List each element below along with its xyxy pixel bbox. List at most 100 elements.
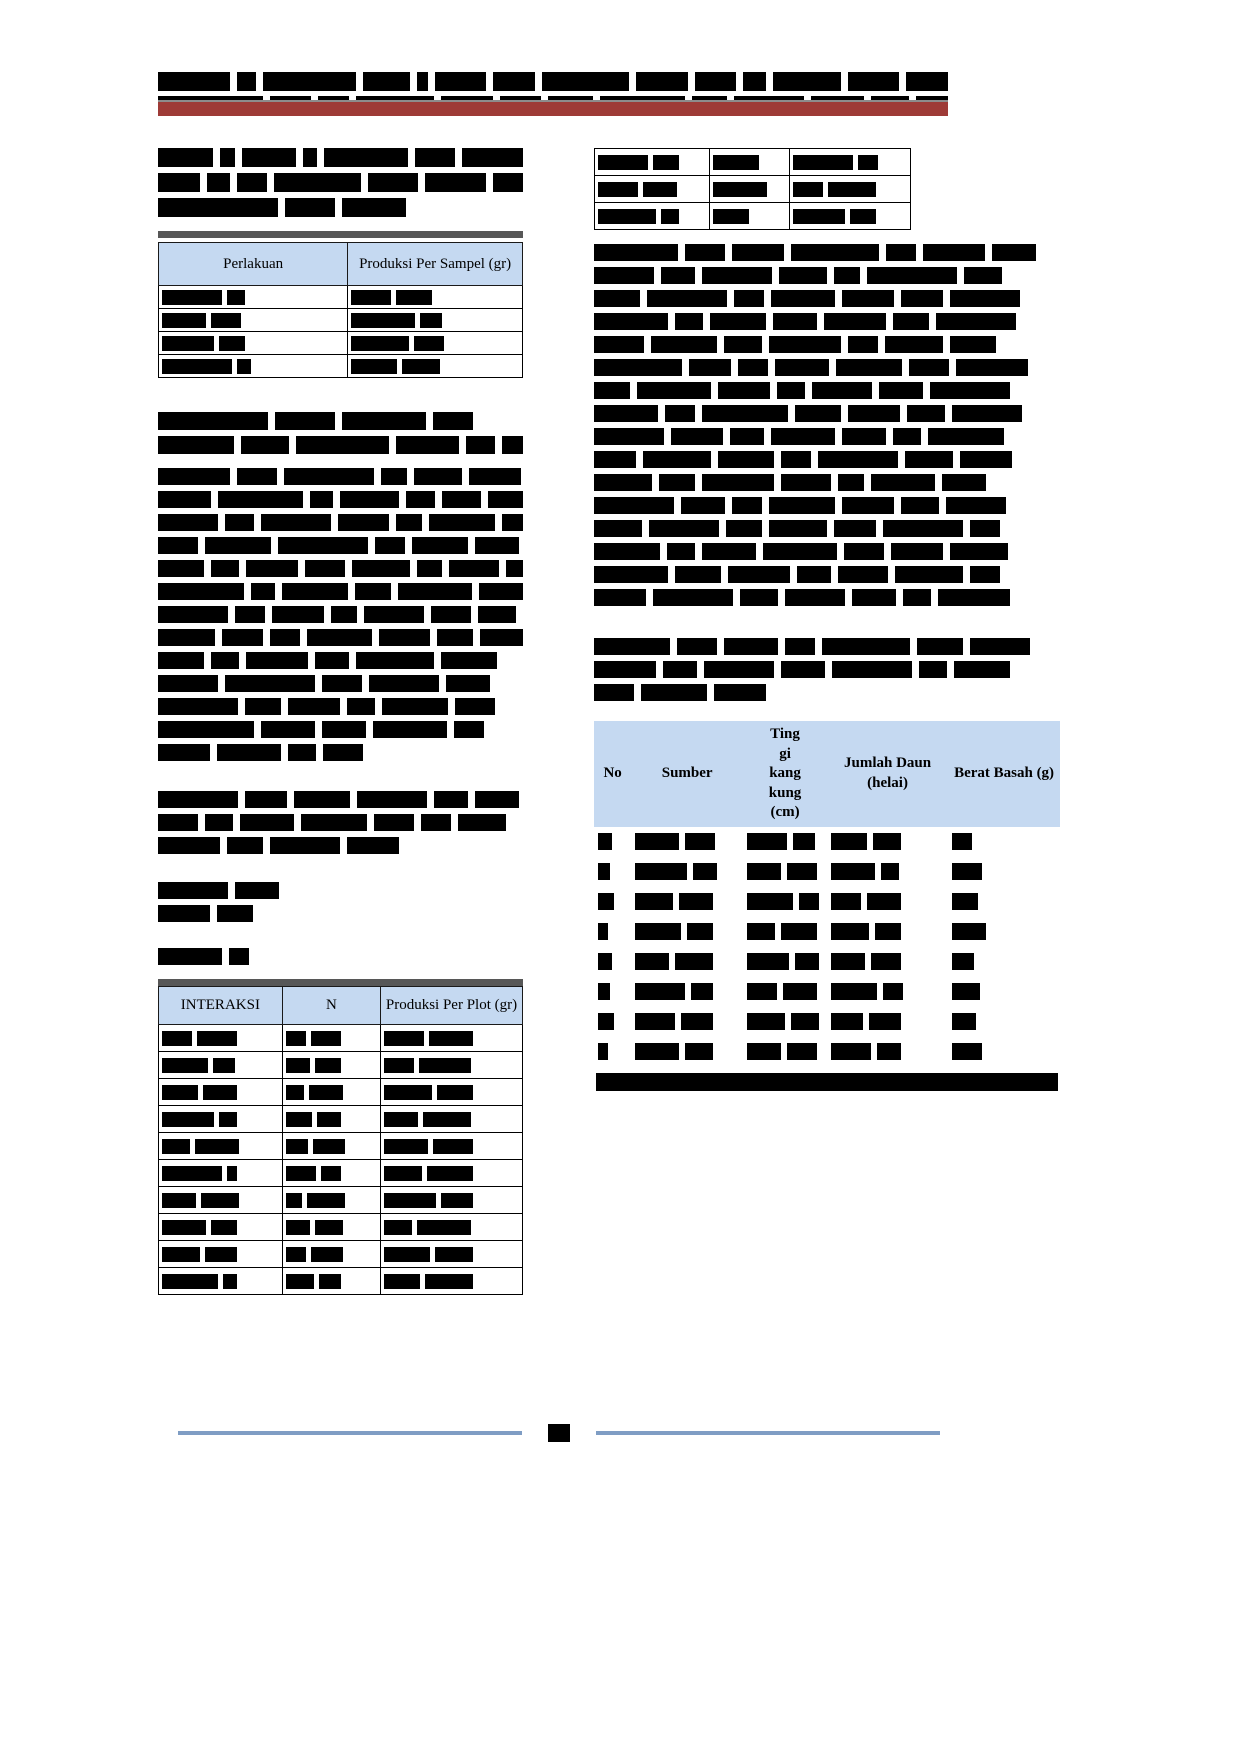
redaction-bar <box>594 382 630 399</box>
redaction-bar <box>635 893 674 910</box>
redaction-bar <box>475 537 519 554</box>
table-row <box>158 1024 523 1053</box>
redaction-bar <box>429 1030 474 1046</box>
table-cell <box>743 917 827 947</box>
redaction-bar <box>381 468 407 485</box>
redaction-bar <box>242 148 296 167</box>
table4-tinggi-w3: kang <box>769 765 801 781</box>
redaction-bar <box>417 1219 472 1235</box>
redaction-bar <box>158 198 278 217</box>
table-cell <box>281 1240 382 1269</box>
redaction-bar <box>384 1057 415 1073</box>
redaction-bar <box>635 1013 676 1030</box>
redaction-bar <box>713 208 750 224</box>
redaction-bar <box>260 514 331 531</box>
redaction-bar <box>240 814 294 831</box>
table-cell <box>380 1132 523 1161</box>
redacted-text-line <box>594 313 1060 330</box>
table-row <box>593 175 911 203</box>
table1-col-perlakuan: Perlakuan <box>157 242 349 286</box>
redaction-bar <box>449 560 500 577</box>
redaction-bar <box>874 923 901 940</box>
redaction-bar <box>661 208 679 224</box>
redaction-bar <box>435 1246 474 1262</box>
table-cell <box>593 175 711 203</box>
redaction-bar <box>598 923 608 940</box>
table-row <box>158 1132 523 1161</box>
redaction-bar <box>162 1138 190 1154</box>
redaction-bar <box>158 652 204 669</box>
table-cell <box>948 827 1060 857</box>
table-cell <box>743 977 827 1007</box>
table-cell <box>827 827 948 857</box>
table-cell <box>281 1159 382 1188</box>
redaction-bar <box>314 1057 341 1073</box>
left-column: Perlakuan Produksi Per Sampel (gr) INTER… <box>157 148 524 1296</box>
redaction-bar <box>799 893 820 910</box>
table-row <box>158 1186 523 1215</box>
redaction-bar <box>795 953 820 970</box>
table-cell <box>743 827 827 857</box>
table-cell <box>347 354 523 378</box>
redaction-bar <box>441 652 497 669</box>
table-cell <box>158 1267 283 1296</box>
table-cell <box>347 285 523 309</box>
table3-shadow <box>158 979 523 986</box>
table1-col-produksi-sampel: Produksi Per Sampel (gr) <box>347 242 523 286</box>
redaction-bar <box>838 566 888 583</box>
redacted-text-line <box>594 336 1060 353</box>
redaction-bar <box>424 173 487 192</box>
table-cell <box>631 1007 743 1037</box>
redaction-bar <box>651 336 717 353</box>
redaction-bar <box>667 543 695 560</box>
redaction-bar <box>337 514 389 531</box>
redaction-bar <box>747 863 782 880</box>
redaction-bar <box>747 1013 786 1030</box>
redacted-text-line <box>594 589 1060 606</box>
redaction-bar <box>205 1246 237 1262</box>
redaction-bar <box>594 267 654 284</box>
redaction-bar <box>822 638 910 655</box>
table-cell <box>380 1213 523 1242</box>
redaction-bar <box>225 675 315 692</box>
redaction-bar <box>635 983 686 1000</box>
table-cell <box>594 887 631 917</box>
redacted-text-line <box>594 244 1060 261</box>
redaction-bar <box>211 560 239 577</box>
table4-col-tinggi-kangkung: Ting gi kang kung (cm) <box>743 721 827 827</box>
redaction-bar <box>434 791 468 808</box>
redaction-bar <box>773 72 842 91</box>
redaction-bar <box>594 566 668 583</box>
redaction-bar <box>288 744 316 761</box>
redaction-bar <box>598 833 612 850</box>
redaction-bar <box>687 923 714 940</box>
redaction-bar <box>278 537 368 554</box>
table4-tinggi-w5: (cm) <box>770 804 800 820</box>
redaction-bar <box>162 1111 214 1127</box>
redaction-bar <box>848 405 900 422</box>
right-paragraph-1 <box>594 244 1060 606</box>
redaction-bar <box>158 412 268 430</box>
redaction-bar <box>830 863 875 880</box>
redaction-bar <box>830 833 867 850</box>
redaction-bar <box>158 837 220 854</box>
table-cell <box>631 1037 743 1067</box>
table-cell <box>594 1067 1060 1097</box>
redaction-bar <box>901 497 939 514</box>
table-cell <box>743 1007 827 1037</box>
redaction-bar <box>351 335 410 351</box>
redaction-bar <box>793 154 854 170</box>
redaction-bar <box>728 566 790 583</box>
redaction-bar <box>598 863 610 880</box>
redaction-bar <box>893 428 921 445</box>
redaction-bar <box>781 451 811 468</box>
redaction-bar <box>732 244 784 261</box>
redaction-bar <box>217 905 253 922</box>
redaction-bar <box>665 405 695 422</box>
redaction-bar <box>891 543 943 560</box>
redaction-bar <box>637 382 711 399</box>
redaction-bar <box>830 923 869 940</box>
table-cell <box>158 1240 283 1269</box>
redaction-bar <box>351 358 398 374</box>
footer-page-number <box>548 1424 570 1442</box>
